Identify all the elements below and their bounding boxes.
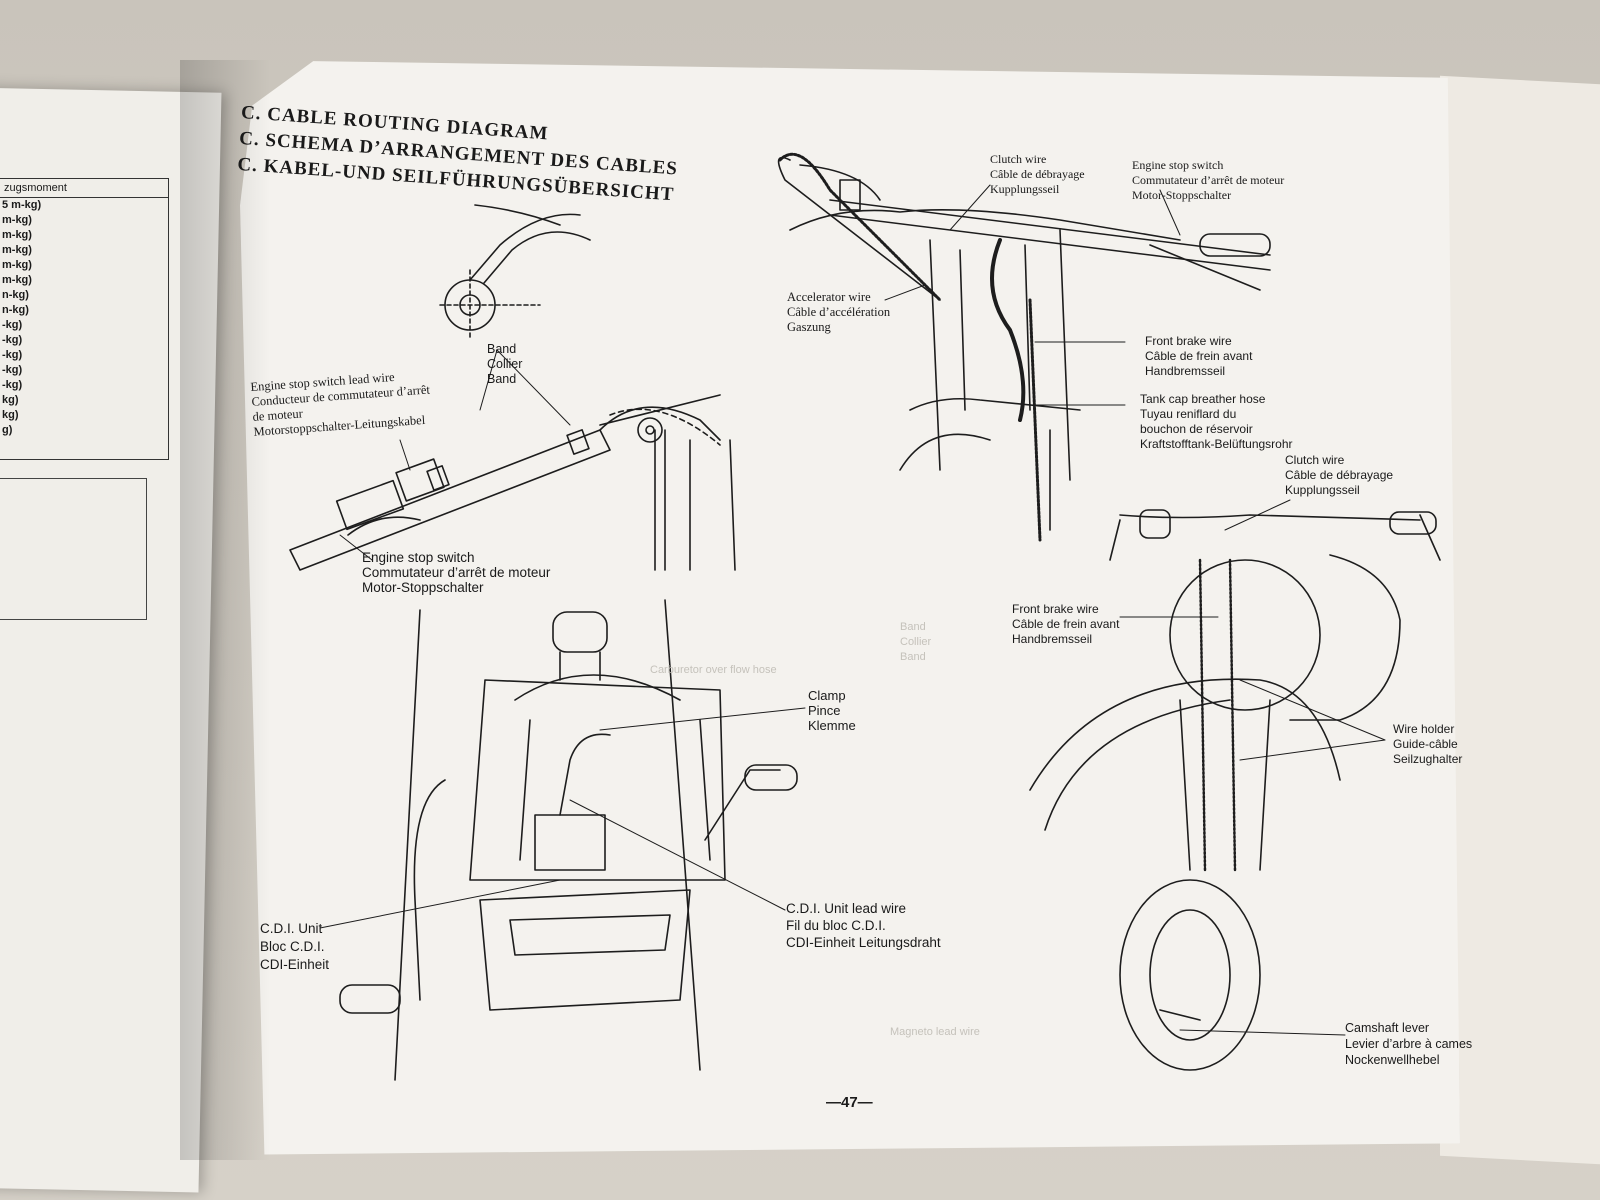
torque-row: kg)	[2, 394, 19, 406]
left-illustration-box	[0, 478, 147, 620]
show-through-text: Magneto lead wire Carburetor over flow h…	[650, 621, 980, 1038]
torque-row: m-kg)	[2, 244, 32, 256]
torque-table-header: zugsmoment	[0, 179, 168, 198]
torque-row: -kg)	[2, 379, 23, 391]
right-page	[240, 61, 1460, 1155]
svg-text:Collier: Collier	[900, 636, 932, 648]
leader-lines	[319, 184, 1386, 1036]
torque-row: m-kg)	[2, 229, 32, 241]
torque-row: m-kg)	[2, 274, 32, 286]
throttle-detail-drawing	[439, 204, 591, 341]
svg-text:Band: Band	[900, 621, 926, 633]
torque-rows: 5 m-kg) m-kg) m-kg) m-kg) m-kg) m-kg) n-kg) n-k…	[0, 198, 168, 438]
front-wheel-drawing	[1029, 509, 1441, 1071]
torque-row: m-kg)	[2, 259, 32, 271]
spine-shadow	[180, 60, 270, 1160]
svg-text:Magneto lead wire: Magneto lead wire	[890, 1026, 980, 1038]
torque-row: -kg)	[2, 334, 23, 346]
frame-cdi-drawing	[339, 599, 798, 1081]
torque-row: kg)	[2, 409, 19, 421]
torque-row: -kg)	[2, 319, 23, 331]
torque-table: zugsmoment 5 m-kg) m-kg) m-kg) m-kg) m-kg) m-…	[0, 178, 169, 460]
torque-row: g)	[2, 424, 13, 436]
torque-row: n-kg)	[2, 304, 29, 316]
torque-row: m-kg)	[2, 214, 32, 226]
handlebar-left-drawing	[289, 394, 736, 571]
page-number: —47—	[826, 1094, 873, 1111]
svg-text:Band: Band	[900, 651, 926, 663]
torque-row: -kg)	[2, 364, 23, 376]
svg-text:Carburetor over flow hose: Carburetor over flow hose	[650, 664, 777, 676]
torque-row: -kg)	[2, 349, 23, 361]
handlebar-top-right-drawing	[777, 152, 1271, 542]
torque-row: 5 m-kg)	[2, 199, 42, 211]
torque-row: n-kg)	[2, 289, 29, 301]
